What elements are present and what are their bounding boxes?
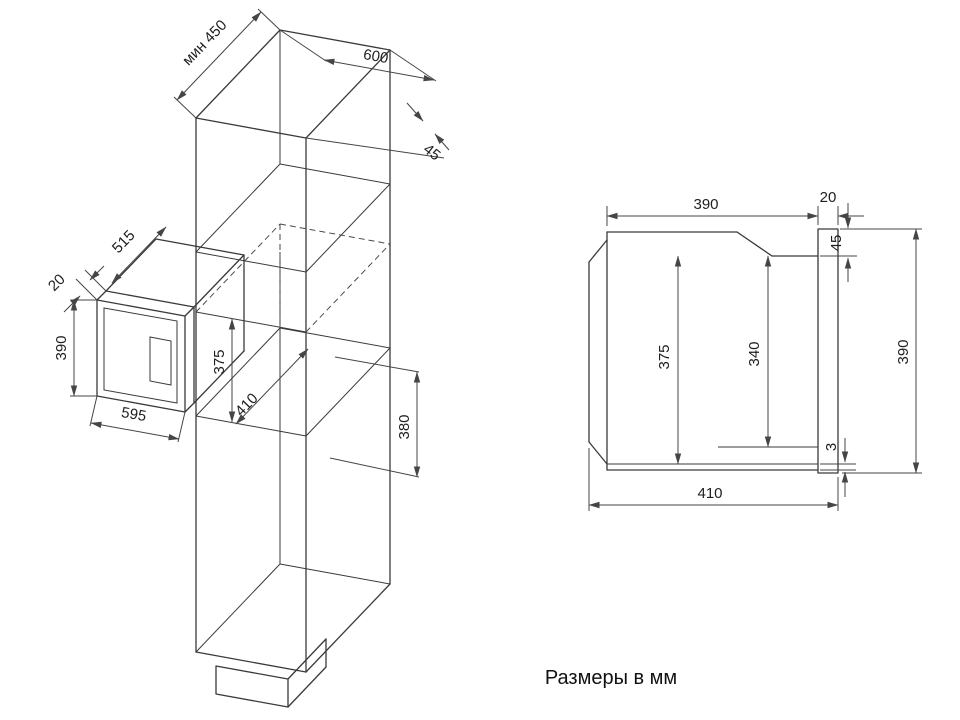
dim-inner-height: 340 — [746, 341, 763, 366]
iso-dimensions: мин 450 600 45 20 515 390 595 375 — [45, 8, 450, 478]
dim-oven-depth: 515 — [109, 227, 139, 257]
cabinet-plinth — [215, 638, 327, 708]
dim-total-depth: 410 — [697, 485, 722, 502]
dim-top-clearance: 45 — [420, 141, 444, 165]
dim-body-height: 375 — [656, 344, 673, 369]
dim-cabinet-width: 600 — [362, 46, 390, 67]
dim-frame-lip: 20 — [45, 271, 69, 295]
dim-front-height: 390 — [895, 339, 912, 364]
dim-niche-depth: 410 — [232, 390, 262, 420]
section-body-outline — [588, 231, 819, 471]
dim-frame-depth: 20 — [820, 189, 837, 206]
section-dimensions: 390 20 45 375 340 390 3 410 — [588, 189, 922, 511]
section-frame — [817, 228, 839, 474]
dim-top-gap: 45 — [828, 235, 845, 252]
hidden-edges — [195, 223, 391, 333]
dim-bottom-gap: 3 — [823, 443, 840, 451]
microwave-oven — [96, 238, 245, 413]
dim-niche-height: 380 — [396, 414, 413, 439]
cabinet-shelves — [195, 163, 391, 437]
dim-min-depth: мин 450 — [179, 17, 230, 69]
dim-oven-width: 595 — [120, 404, 148, 425]
dim-niche-opening-height: 375 — [211, 349, 228, 374]
dim-oven-height: 390 — [53, 335, 70, 360]
units-caption: Размеры в мм — [545, 667, 677, 689]
dim-body-depth: 390 — [693, 196, 718, 213]
